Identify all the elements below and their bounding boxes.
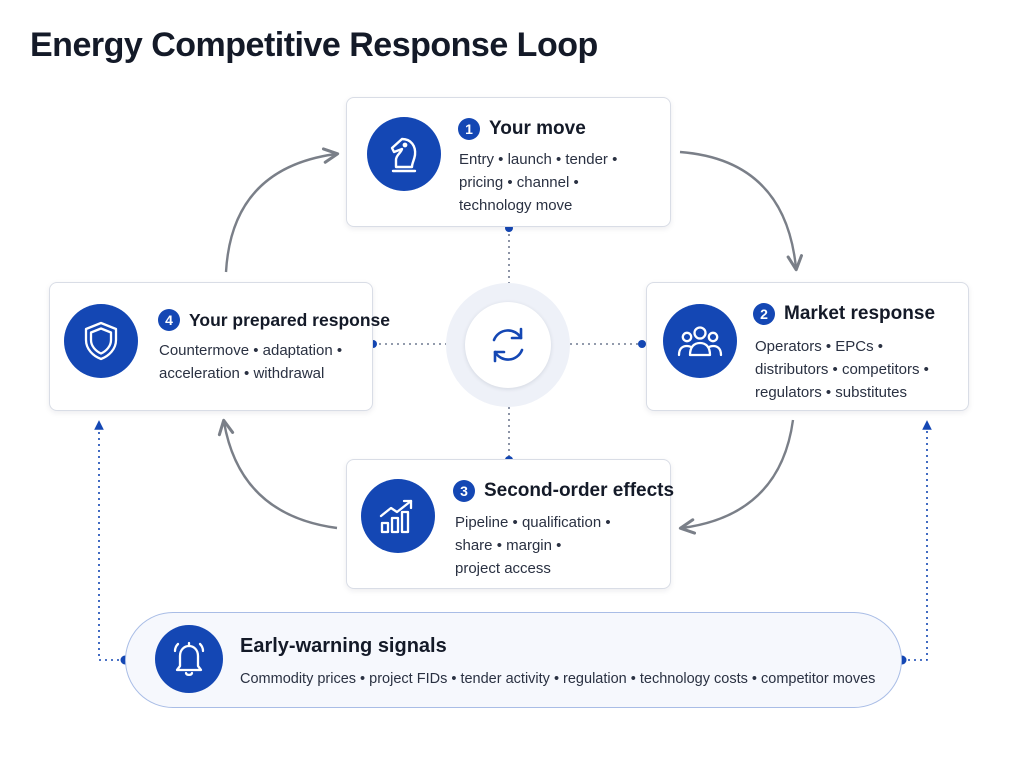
description-line: project access	[455, 560, 551, 577]
description-line: Pipeline • qualification •	[455, 514, 611, 531]
description-line: share • margin •	[455, 537, 562, 554]
trend-chart-icon	[361, 479, 435, 553]
arrow-4-to-1	[224, 147, 340, 273]
description-line: pricing • channel •	[459, 174, 579, 191]
step-description: Operators • EPCs • distributors • compet…	[755, 335, 929, 404]
step-description: Pipeline • qualification • share • margi…	[455, 511, 611, 580]
step-title-label: Your prepared response	[189, 309, 390, 330]
signals-description: Commodity prices • project FIDs • tender…	[240, 671, 876, 687]
step-title: 2 Market response	[753, 303, 935, 325]
step-card-your-move: 1 Your move Entry • launch • tender • pr…	[346, 97, 671, 227]
step-card-prepared-response: 4 Your prepared response Countermove • a…	[49, 282, 390, 411]
signals-title: Early-warning signals	[240, 635, 447, 657]
description-line: acceleration • withdrawal	[159, 365, 325, 382]
refresh-cycle-icon	[465, 302, 551, 388]
arrow-1-to-2	[679, 150, 803, 272]
step-title: 4 Your prepared response	[158, 309, 390, 331]
arrow-2-to-3	[678, 419, 795, 535]
step-description: Entry • launch • tender • pricing • chan…	[459, 148, 617, 217]
step-title-label: Your move	[489, 118, 586, 139]
arrow-3-to-4	[217, 418, 338, 530]
step-description: Countermove • adaptation • acceleration …	[159, 339, 342, 385]
step-title: 1 Your move	[458, 118, 586, 140]
bell-icon	[155, 625, 223, 693]
center-cycle	[446, 283, 570, 407]
page-title: Energy Competitive Response Loop	[30, 26, 598, 64]
description-line: Countermove • adaptation •	[159, 342, 343, 359]
people-group-icon	[663, 304, 737, 378]
description-line: Entry • launch • tender •	[459, 151, 618, 168]
step-number-badge: 1	[458, 118, 480, 140]
description-line: distributors • competitors •	[755, 361, 929, 378]
description-line: regulators • substitutes	[755, 384, 907, 401]
chess-knight-icon	[367, 117, 441, 191]
description-line: Operators • EPCs •	[755, 338, 884, 355]
shield-icon	[64, 304, 138, 378]
step-number-badge: 3	[453, 480, 475, 502]
step-number-badge: 4	[158, 309, 180, 331]
step-title-label: Second-order effects	[484, 480, 675, 501]
step-card-market-response: 2 Market response Operators • EPCs • dis…	[646, 282, 969, 411]
early-warning-signals-panel: Early-warning signals Commodity prices •…	[125, 612, 902, 708]
step-card-second-order-effects: 3 Second-order effects Pipeline • qualif…	[346, 459, 674, 589]
step-title-label: Market response	[784, 303, 936, 324]
description-line: technology move	[459, 197, 573, 214]
step-number-badge: 2	[753, 303, 775, 325]
step-title: 3 Second-order effects	[453, 480, 674, 502]
